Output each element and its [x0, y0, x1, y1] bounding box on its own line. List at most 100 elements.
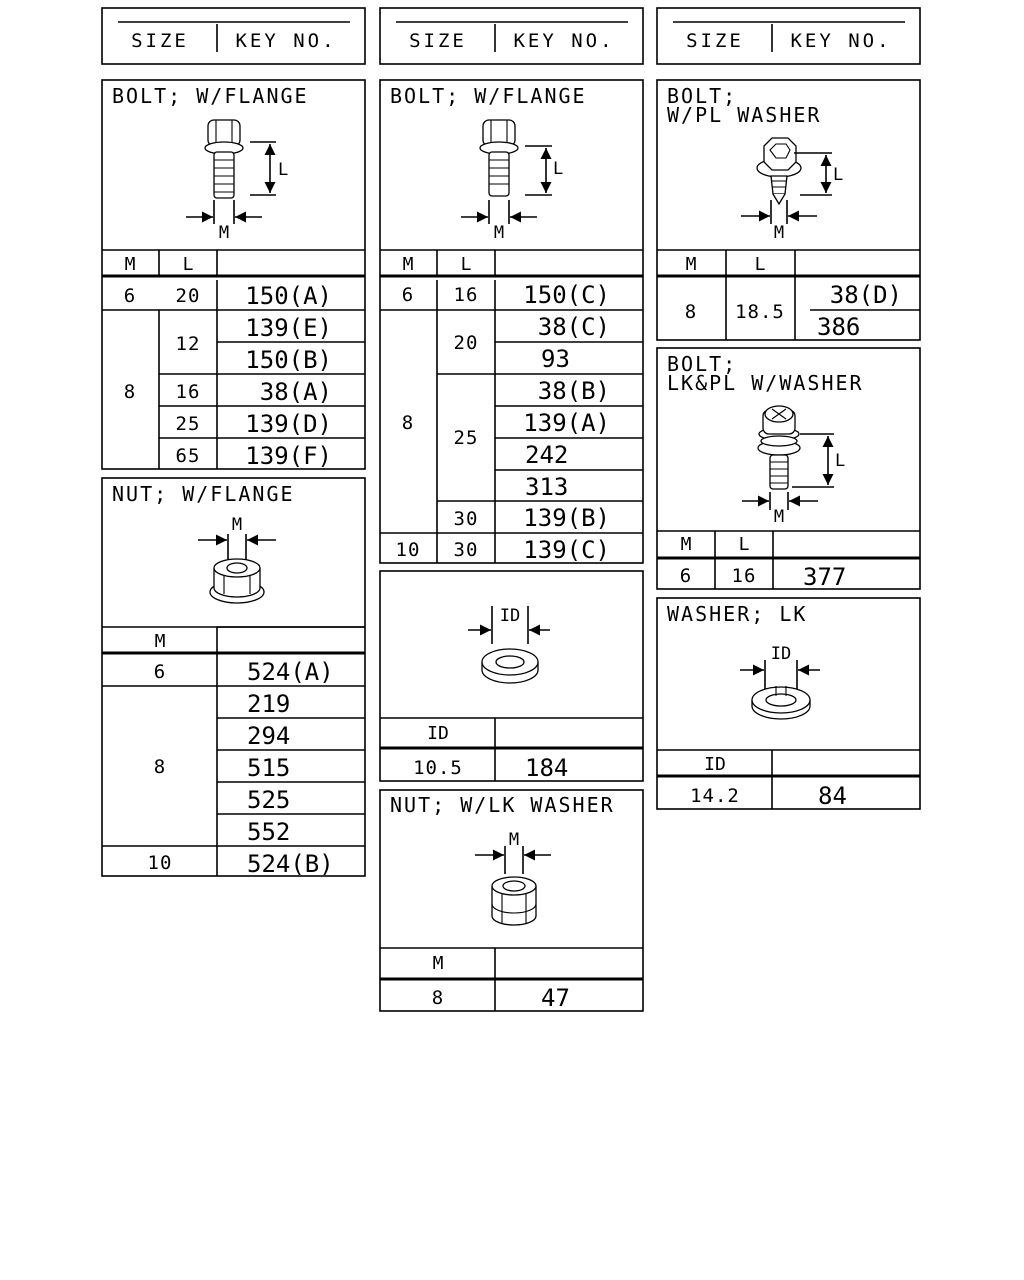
- col-header-l: L: [739, 534, 750, 555]
- bolt-pl-washer-table: BOLT; W/PL WASHER L M M L 8 18.5 38(D): [656, 79, 921, 341]
- section-title: BOLT; W/FLANGE: [112, 84, 309, 108]
- key-number: 386: [817, 313, 860, 341]
- washer-lk-table: WASHER; LK ID ID 14.2 84: [656, 597, 921, 810]
- key-no-header: KEY NO.: [235, 30, 336, 52]
- key-number: 38(B): [538, 377, 610, 405]
- diameter-dimension-label: M: [509, 830, 519, 850]
- size-header: SIZE: [131, 30, 189, 52]
- key-number: 47: [541, 984, 570, 1012]
- section-title: NUT; W/LK WASHER: [390, 793, 615, 817]
- size-l: 12: [176, 333, 201, 355]
- washer-plain-table: ID ID 10.5 184: [379, 570, 644, 782]
- pl-washer-bolt-icon: L M: [741, 137, 843, 243]
- size-l: 16: [732, 565, 757, 587]
- header-box-col1: SIZE KEY NO.: [101, 7, 366, 65]
- diameter-dimension-label: M: [494, 223, 504, 243]
- size-m: 8: [402, 412, 414, 434]
- col-header-m: M: [681, 534, 692, 555]
- section-title: W/PL WASHER: [667, 103, 821, 127]
- key-number: 294: [247, 722, 290, 750]
- size-id: 10.5: [413, 757, 463, 779]
- key-number: 139(A): [523, 409, 610, 437]
- key-number: 524(A): [247, 658, 334, 686]
- key-number: 139(E): [245, 314, 332, 342]
- size-m: 8: [154, 756, 166, 778]
- length-dimension-label: L: [833, 165, 843, 185]
- col-header-l: L: [461, 254, 472, 275]
- col-header-id: ID: [704, 754, 726, 775]
- key-number: 38(A): [260, 378, 332, 406]
- size-l: 25: [176, 413, 201, 435]
- size-l: 65: [176, 445, 201, 467]
- size-m: 10: [148, 852, 173, 874]
- key-number: 38(D): [830, 281, 902, 309]
- bolt-lk-pl-washer-table: BOLT; LK&PL W/WASHER L M M L 6 16: [656, 347, 921, 591]
- diameter-dimension-label: M: [219, 223, 229, 243]
- size-l: 18.5: [735, 301, 785, 323]
- header-box-col3: SIZE KEY NO.: [656, 7, 921, 65]
- key-number: 84: [818, 782, 847, 810]
- size-m: 6: [402, 284, 414, 306]
- length-dimension-label: L: [835, 451, 845, 471]
- key-number: 242: [525, 441, 568, 469]
- bolt-flange-table-b: BOLT; W/FLANGE L M M L: [379, 79, 644, 564]
- lock-nut-icon: M: [475, 830, 551, 926]
- key-number: 139(F): [245, 442, 332, 470]
- length-dimension-label: L: [278, 160, 288, 180]
- key-number: 150(A): [245, 282, 332, 310]
- size-header: SIZE: [409, 30, 467, 52]
- size-l: 30: [454, 539, 479, 561]
- size-l: 20: [176, 285, 201, 307]
- key-number: 150(C): [523, 281, 610, 309]
- key-number: 139(D): [245, 410, 332, 438]
- col-header-m: M: [155, 631, 166, 652]
- section-title: BOLT;: [667, 352, 737, 376]
- nut-flange-table: NUT; W/FLANGE M M 6 524(A) 219 294 8 51: [101, 477, 366, 878]
- lk-pl-washer-bolt-icon: L M: [742, 405, 845, 527]
- diameter-dimension-label: M: [774, 507, 784, 527]
- size-id: 14.2: [690, 785, 740, 807]
- size-l: 25: [454, 427, 479, 449]
- key-no-header: KEY NO.: [513, 30, 614, 52]
- size-m: 8: [124, 381, 136, 403]
- washer-icon: ID: [468, 606, 550, 684]
- diameter-dimension-label: M: [774, 223, 784, 243]
- section-title: BOLT; W/FLANGE: [390, 84, 587, 108]
- col-header-id: ID: [427, 723, 449, 744]
- section-title: NUT; W/FLANGE: [112, 482, 295, 506]
- key-number: 524(B): [247, 850, 334, 878]
- col-header-m: M: [433, 953, 444, 974]
- size-m: 8: [685, 301, 697, 323]
- size-l: 16: [176, 381, 201, 403]
- key-number: 515: [247, 754, 290, 782]
- key-number: 184: [525, 754, 568, 782]
- key-number: 219: [247, 690, 290, 718]
- size-m: 6: [680, 565, 692, 587]
- key-number: 552: [247, 818, 290, 846]
- key-number: 525: [247, 786, 290, 814]
- col-header-m: M: [686, 254, 697, 275]
- size-l: 16: [454, 284, 479, 306]
- col-header-l: L: [183, 254, 194, 275]
- col-header-m: M: [403, 254, 414, 275]
- section-title: BOLT;: [667, 84, 737, 108]
- col-header-l: L: [755, 254, 766, 275]
- size-header: SIZE: [686, 30, 744, 52]
- section-title: WASHER; LK: [667, 602, 807, 626]
- inner-diameter-label: ID: [771, 644, 791, 664]
- flange-bolt-icon: L M: [186, 119, 288, 243]
- lock-washer-icon: ID: [740, 644, 820, 720]
- key-no-header: KEY NO.: [790, 30, 891, 52]
- col-header-m: M: [125, 254, 136, 275]
- key-number: 38(C): [538, 313, 610, 341]
- size-l: 20: [454, 332, 479, 354]
- size-l: 30: [454, 508, 479, 530]
- key-number: 313: [525, 473, 568, 501]
- key-number: 377: [803, 563, 846, 591]
- key-number: 150(B): [245, 346, 332, 374]
- size-m: 6: [124, 285, 136, 307]
- flange-nut-icon: M: [198, 515, 276, 604]
- length-dimension-label: L: [553, 159, 563, 179]
- size-m: 10: [396, 539, 421, 561]
